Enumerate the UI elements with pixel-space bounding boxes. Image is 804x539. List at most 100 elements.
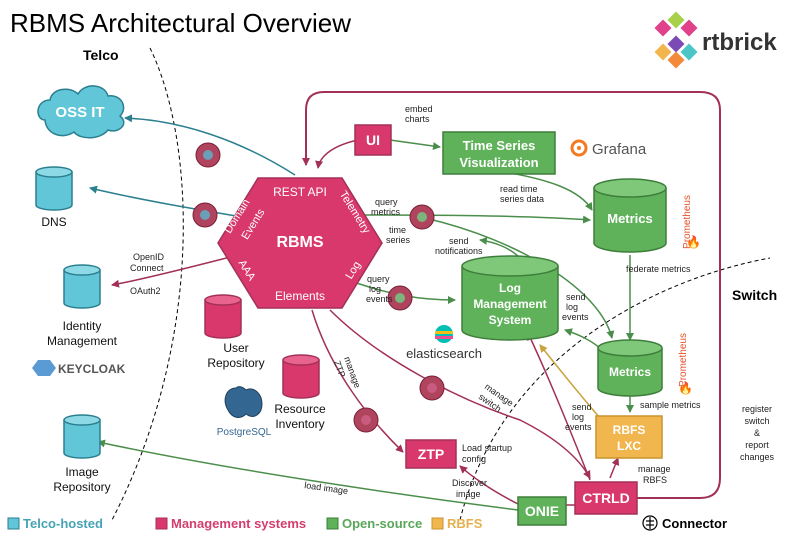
svg-text:Resource: Resource — [274, 402, 326, 416]
svg-text:query: query — [375, 197, 398, 207]
dns-database: DNS — [35, 166, 73, 229]
onie-box: ONIE — [517, 496, 567, 526]
page-title: RBMS Architectural Overview — [10, 8, 351, 38]
svg-text:Management: Management — [47, 334, 118, 348]
svg-text:series: series — [386, 235, 411, 245]
prometheus-logo: Prometheus — [682, 195, 693, 249]
elements-label: Elements — [275, 289, 325, 303]
metrics2-lms-edge — [564, 328, 601, 349]
svg-text:report: report — [745, 440, 769, 450]
svg-text:notifications: notifications — [435, 246, 483, 256]
svg-text:Repository: Repository — [53, 480, 110, 494]
telco-zone-label: Telco — [83, 47, 119, 63]
svg-text:time: time — [389, 225, 406, 235]
rest-api-label: REST API — [273, 185, 327, 199]
svg-text:Log: Log — [499, 281, 521, 295]
svg-text:RBFS: RBFS — [447, 516, 483, 531]
postgresql-logo: PostgreSQL — [217, 386, 272, 438]
ui-restapi-edge — [315, 139, 359, 169]
svg-text:Grafana: Grafana — [592, 141, 647, 158]
connector-icon — [353, 407, 379, 433]
legend-item-connector: Connector — [642, 515, 727, 531]
brand-name: rtbrick — [702, 29, 777, 56]
svg-text:events: events — [565, 422, 592, 432]
user-repository-database: User Repository — [204, 294, 265, 370]
svg-text:query: query — [367, 274, 390, 284]
svg-text:RBFS: RBFS — [643, 475, 667, 485]
svg-text:CTRLD: CTRLD — [582, 490, 629, 506]
legend-item-open-source: Open-source — [326, 516, 422, 531]
legend-item-rbfs: RBFS — [431, 516, 483, 531]
query-metrics-edge — [344, 214, 591, 224]
rbfs-lxc-box: RBFS LXC — [595, 415, 663, 459]
svg-text:events: events — [562, 312, 589, 322]
svg-text:log: log — [369, 284, 381, 294]
svg-text:OpenID: OpenID — [133, 252, 165, 262]
svg-text:Time Series: Time Series — [463, 138, 536, 153]
svg-text:Metrics: Metrics — [609, 365, 651, 379]
svg-text:Visualization: Visualization — [459, 155, 538, 170]
svg-text:LXC: LXC — [617, 439, 641, 453]
svg-text:Load startup: Load startup — [462, 443, 512, 453]
svg-text:send: send — [449, 236, 469, 246]
switch-zone-boundary — [459, 257, 771, 521]
svg-text:Telco-hosted: Telco-hosted — [23, 516, 103, 531]
svg-text:Management: Management — [473, 297, 546, 311]
legend: Telco-hosted Management systems Open-sou… — [7, 515, 727, 531]
svg-text:series data: series data — [500, 194, 544, 204]
ctrld-box: CTRLD — [574, 481, 638, 515]
prometheus-logo: Prometheus — [678, 333, 689, 387]
connector-icon — [192, 202, 218, 228]
svg-text:System: System — [489, 313, 532, 327]
svg-text:switch: switch — [744, 416, 769, 426]
register-switch-edge — [302, 91, 721, 499]
svg-text:Image: Image — [65, 465, 99, 479]
metrics-database-switch: Metrics — [597, 339, 663, 397]
svg-text:events: events — [366, 294, 393, 304]
legend-item-management-systems: Management systems — [155, 516, 306, 531]
grafana-logo: Grafana — [570, 139, 647, 158]
rbms-center-label: RBMS — [276, 234, 323, 251]
svg-text:Repository: Repository — [207, 356, 264, 370]
svg-text:PostgreSQL: PostgreSQL — [217, 427, 272, 438]
svg-text:ONIE: ONIE — [525, 503, 559, 519]
svg-text:federate metrics: federate metrics — [626, 264, 691, 274]
svg-text:OSS IT: OSS IT — [55, 104, 104, 121]
svg-text:log: log — [566, 302, 578, 312]
identity-management-database: Identity Management — [47, 264, 118, 348]
svg-text:changes: changes — [740, 452, 775, 462]
switch-zone-label: Switch — [732, 287, 777, 303]
ztp-box: ZTP — [405, 439, 457, 469]
keycloak-logo: KEYCLOAK — [32, 360, 126, 376]
svg-text:Connect: Connect — [130, 263, 164, 273]
svg-text:ZTP: ZTP — [418, 446, 444, 462]
elasticsearch-logo: elasticsearch — [406, 325, 482, 361]
svg-text:Connector: Connector — [662, 516, 727, 531]
manage-ztp-edge — [311, 309, 404, 453]
svg-text:manage: manage — [638, 464, 671, 474]
svg-text:&: & — [754, 428, 760, 438]
rtbrick-logo: rtbrick — [654, 11, 777, 69]
svg-text:KEYCLOAK: KEYCLOAK — [58, 362, 126, 376]
svg-text:register: register — [742, 404, 772, 414]
connector-icon — [419, 375, 445, 401]
svg-text:User: User — [223, 341, 248, 355]
svg-text:config: config — [462, 454, 486, 464]
svg-text:elasticsearch: elasticsearch — [406, 346, 482, 361]
ctrld-rbfs-edge — [609, 457, 620, 479]
flame-icon: 🔥 — [686, 235, 701, 249]
legend-item-telco-hosted: Telco-hosted — [7, 516, 103, 531]
rbms-hexagon: RBMS REST API Telemetry Log Elements AAA… — [217, 177, 383, 309]
svg-text:Management systems: Management systems — [171, 516, 306, 531]
time-series-visualization-box: Time Series Visualization — [442, 131, 556, 175]
svg-text:Open-source: Open-source — [342, 516, 422, 531]
ctrld-lms-edge — [527, 332, 591, 481]
metrics-database-telco: Metrics — [593, 178, 667, 253]
svg-text:log: log — [572, 412, 584, 422]
connector-icon — [409, 204, 435, 230]
svg-text:send: send — [566, 292, 586, 302]
svg-text:image: image — [456, 489, 481, 499]
ui-tsv-edge — [389, 139, 441, 150]
svg-text:read time: read time — [500, 184, 538, 194]
